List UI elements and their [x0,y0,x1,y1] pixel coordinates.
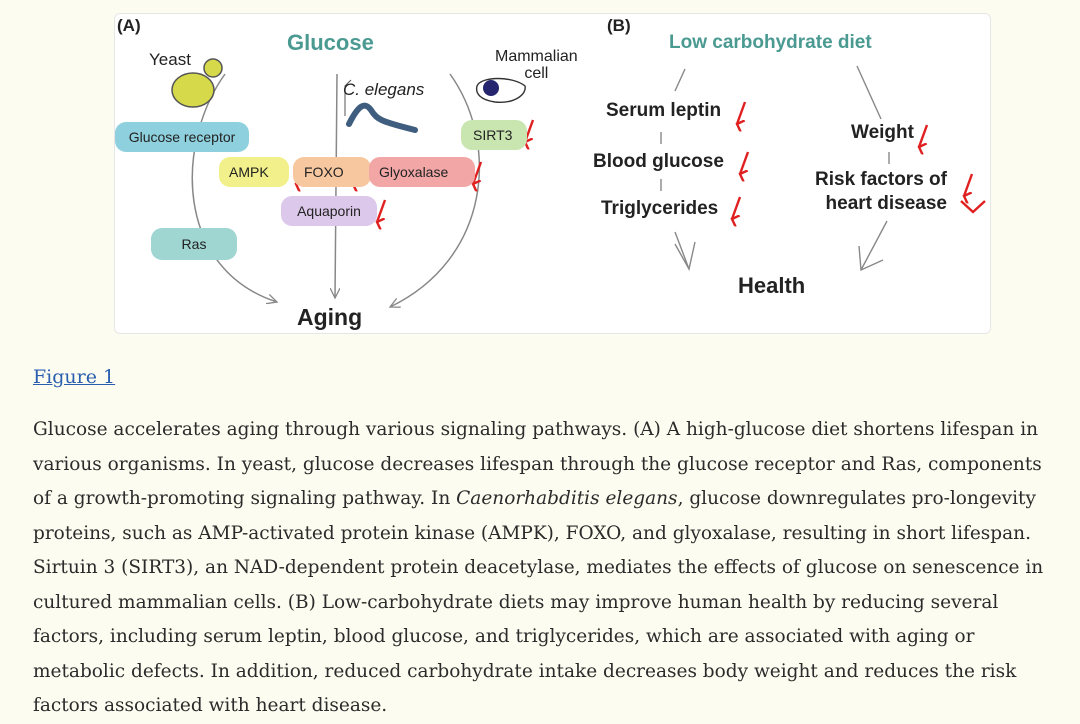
panel-b-title: Low carbohydrate diet [669,32,872,53]
ampk-box: AMPK [219,157,289,187]
blood-glucose-label: Blood glucose [593,151,724,172]
yeast-label: Yeast [149,50,191,69]
weight-label: Weight [851,122,914,143]
aquaporin-box: Aquaporin [281,196,377,226]
arrow-yeast-to-aging [191,73,277,302]
down-arrow-icon [964,173,974,196]
serum-leptin-label: Serum leptin [606,100,722,121]
panel-a-label: (A) [117,16,141,35]
caption-text-1: Glucose accelerates aging through variou… [33,419,1042,509]
aging-label: Aging [297,304,363,330]
triglycerides-label: Triglycerides [601,198,719,219]
risk-factors-label: Risk factors of heart disease [815,169,947,214]
worm-icon [346,102,418,133]
c-elegans-label: C. elegans [343,80,425,99]
health-label: Health [738,273,806,298]
glyoxalase-box: Glyoxalase [369,157,475,187]
down-arrow-icon [377,199,387,222]
mammalian-cell-label: Mammalian cell [495,48,578,82]
foxo-box: FOXO [293,157,371,187]
down-arrow-icon [919,124,929,147]
figure-link[interactable]: Figure 1 [33,366,116,388]
yeast-icon [171,58,223,108]
down-arrow-icon [737,101,747,124]
ras-box: Ras [151,228,237,260]
sirt3-box: SIRT3 [461,120,527,150]
down-arrow-icon [732,196,742,219]
caption-italic-species: Caenorhabditis elegans [456,488,678,509]
mammalian-cell-icon [475,77,526,103]
glucose-receptor-box: Glucose receptor [115,122,249,152]
figure-panel: (A) Glucose Yeast C. elegans Mammalian c… [114,13,991,334]
caption-text-2: , glucose downregulates pro-longevity pr… [33,488,1044,716]
glucose-title: Glucose [287,30,374,55]
figure-caption: Glucose accelerates aging through variou… [33,413,1063,724]
down-arrow-icon [740,151,750,174]
panel-b-label: (B) [607,16,631,35]
down-arrow-icon [473,161,483,184]
arrow-mammal-to-aging [390,73,481,307]
